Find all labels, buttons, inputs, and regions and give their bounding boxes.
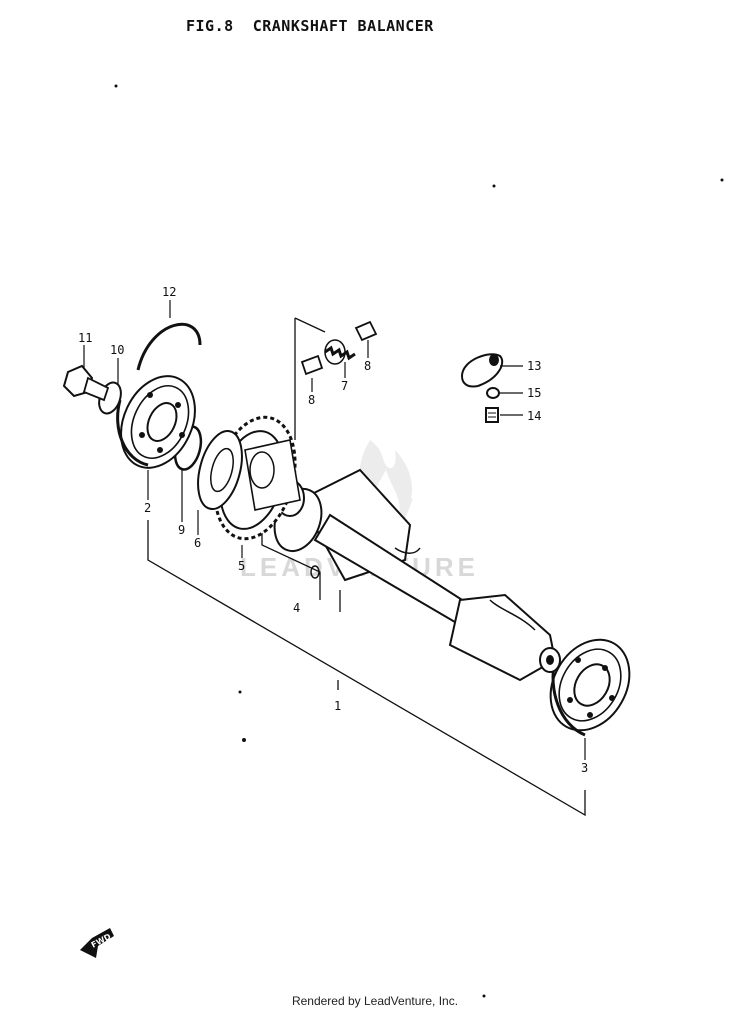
circlip-12 xyxy=(136,322,202,371)
callout-4: 4 xyxy=(293,601,300,615)
balancer-shaft xyxy=(273,468,561,682)
bracket-lines xyxy=(147,317,586,817)
leader-lines xyxy=(83,300,586,760)
callout-8b: 8 xyxy=(364,359,371,373)
callout-3: 3 xyxy=(581,761,588,775)
callout-14: 14 xyxy=(527,409,541,423)
callout-7: 7 xyxy=(341,379,348,393)
plug-8-right xyxy=(354,320,378,342)
stopper-13 xyxy=(460,353,504,388)
left-bearing xyxy=(116,375,196,469)
callout-12: 12 xyxy=(162,285,176,299)
callout-1: 1 xyxy=(334,699,341,713)
figure-title: FIG.8 CRANKSHAFT BALANCER xyxy=(186,17,434,35)
callout-13: 13 xyxy=(527,359,541,373)
callout-2: 2 xyxy=(144,501,151,515)
bolt-11 xyxy=(62,364,110,402)
callout-labels: 1 2 3 4 5 6 7 8 8 9 10 11 12 13 14 15 xyxy=(78,285,588,775)
callout-6: 6 xyxy=(194,536,201,550)
callout-10: 10 xyxy=(110,343,124,357)
spring-7 xyxy=(324,339,356,365)
plug-8-left xyxy=(300,354,324,376)
callout-8a: 8 xyxy=(308,393,315,407)
callout-5: 5 xyxy=(238,559,245,573)
callout-9: 9 xyxy=(178,523,185,537)
callout-15: 15 xyxy=(527,386,541,400)
scan-specks xyxy=(114,84,724,998)
screw-14 xyxy=(485,407,499,423)
footer-credit: Rendered by LeadVenture, Inc. xyxy=(291,994,459,1008)
callout-11: 11 xyxy=(78,331,92,345)
forward-arrow-icon: FWD xyxy=(80,928,114,958)
washer-15 xyxy=(486,387,500,399)
